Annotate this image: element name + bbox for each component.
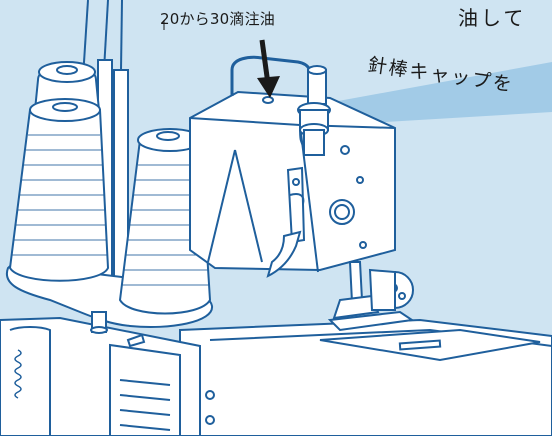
oil-arrow — [257, 39, 280, 98]
oil-drops-label: 20から30滴注油 — [160, 10, 275, 28]
machine-bed — [179, 318, 552, 436]
oil-instruction-text: 油して — [458, 6, 527, 30]
machine-lower-housing — [0, 316, 215, 436]
thread-cone-center — [118, 128, 212, 315]
tension-dial — [297, 102, 331, 156]
thread-cone-left — [8, 98, 110, 282]
oil-hole — [262, 96, 274, 104]
machine-head — [189, 55, 415, 332]
thread-guide-fittings — [90, 311, 146, 348]
callout-band — [300, 62, 552, 126]
